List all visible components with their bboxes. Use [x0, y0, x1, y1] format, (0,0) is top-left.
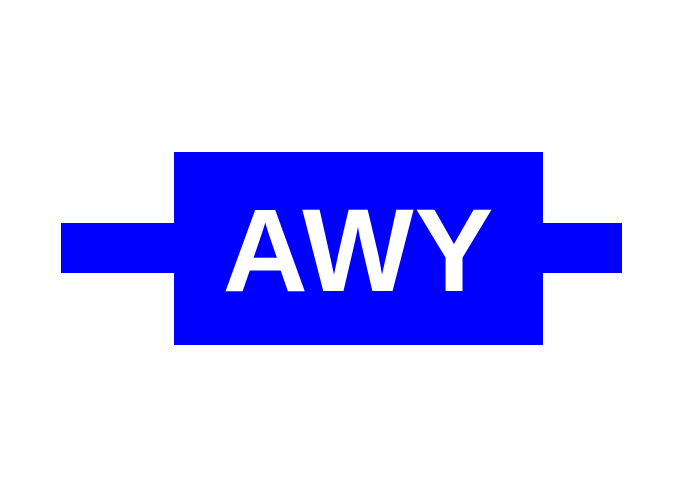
sign-box: AWY [174, 152, 543, 345]
sign-label: AWY [222, 184, 495, 317]
